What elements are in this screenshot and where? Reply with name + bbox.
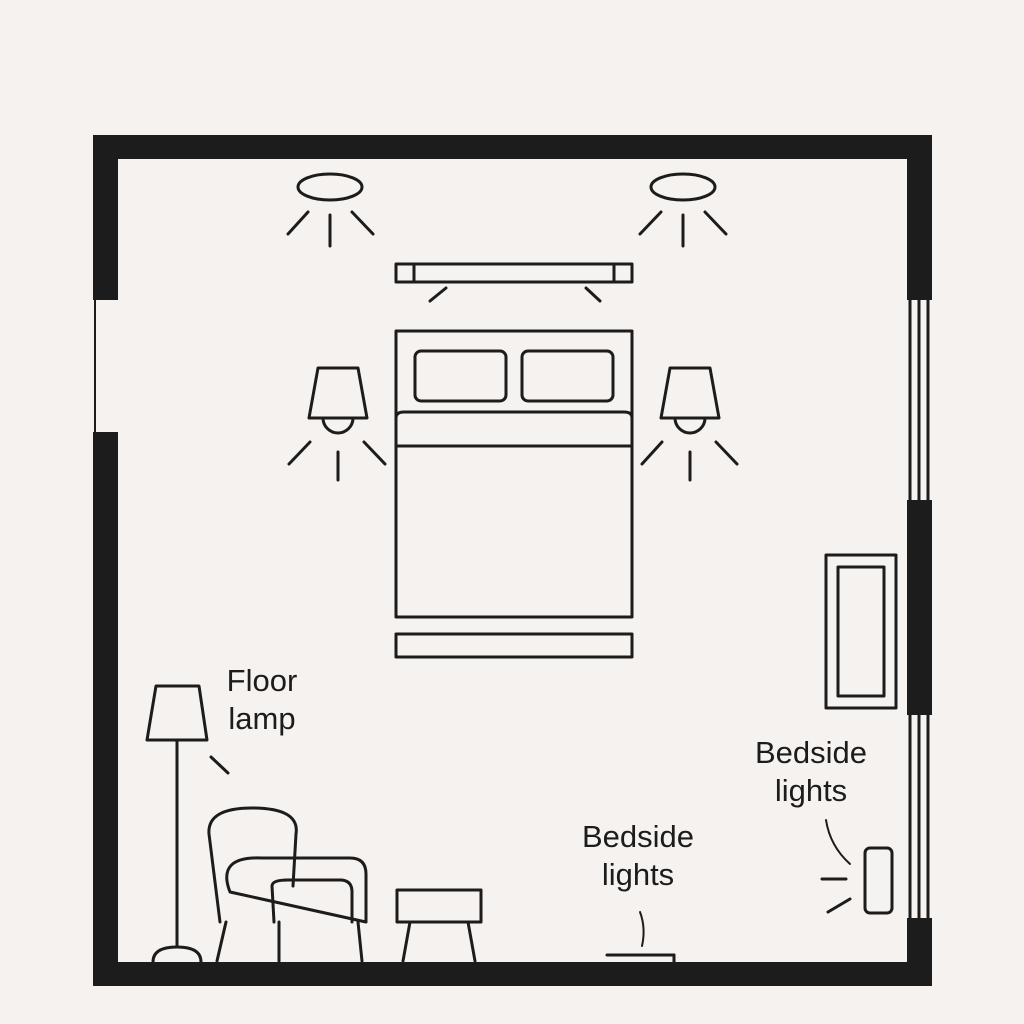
window-icon: [907, 713, 932, 920]
wall-bottom: [93, 962, 932, 986]
wall-sconce-icon: [287, 366, 387, 482]
wall-light-bar-icon: [394, 262, 634, 303]
wall-right-top: [907, 135, 932, 300]
floor-lamp-label: Floor lamp: [210, 662, 314, 738]
bedside-lights-right-line1: Bedside: [754, 735, 868, 770]
floor-lamp-label-line2: lamp: [228, 701, 296, 736]
bedside-lights-bottom-line1: Bedside: [581, 819, 695, 854]
bedside-lights-right-line2: lights: [774, 773, 848, 808]
floor-strip-light-icon: [605, 911, 676, 964]
bench-icon: [394, 632, 634, 659]
bedside-lights-bottom-line2: lights: [601, 857, 675, 892]
floor-lamp-label-line1: Floor: [226, 663, 298, 698]
room-walls: [93, 135, 932, 986]
bed-icon: [394, 329, 634, 619]
wall-top: [93, 135, 932, 159]
window-icon: [907, 298, 932, 502]
wall-light-icon: [820, 819, 894, 915]
armchair-icon: [207, 806, 368, 963]
bedside-lights-label-bottom: Bedside lights: [567, 818, 709, 894]
ottoman-icon: [395, 888, 483, 963]
wall-sconce-icon: [640, 366, 739, 482]
wall-right-bottom: [907, 918, 932, 986]
floor-lamp-icon: [145, 684, 230, 964]
wall-left-lower: [93, 432, 118, 986]
bedside-lights-label-right: Bedside lights: [739, 734, 883, 810]
wall-left-upper: [93, 135, 118, 300]
wall-right-mid: [907, 500, 932, 715]
dresser-icon: [824, 553, 898, 710]
ceiling-light-icon: [638, 172, 728, 248]
ceiling-light-icon: [286, 172, 375, 248]
